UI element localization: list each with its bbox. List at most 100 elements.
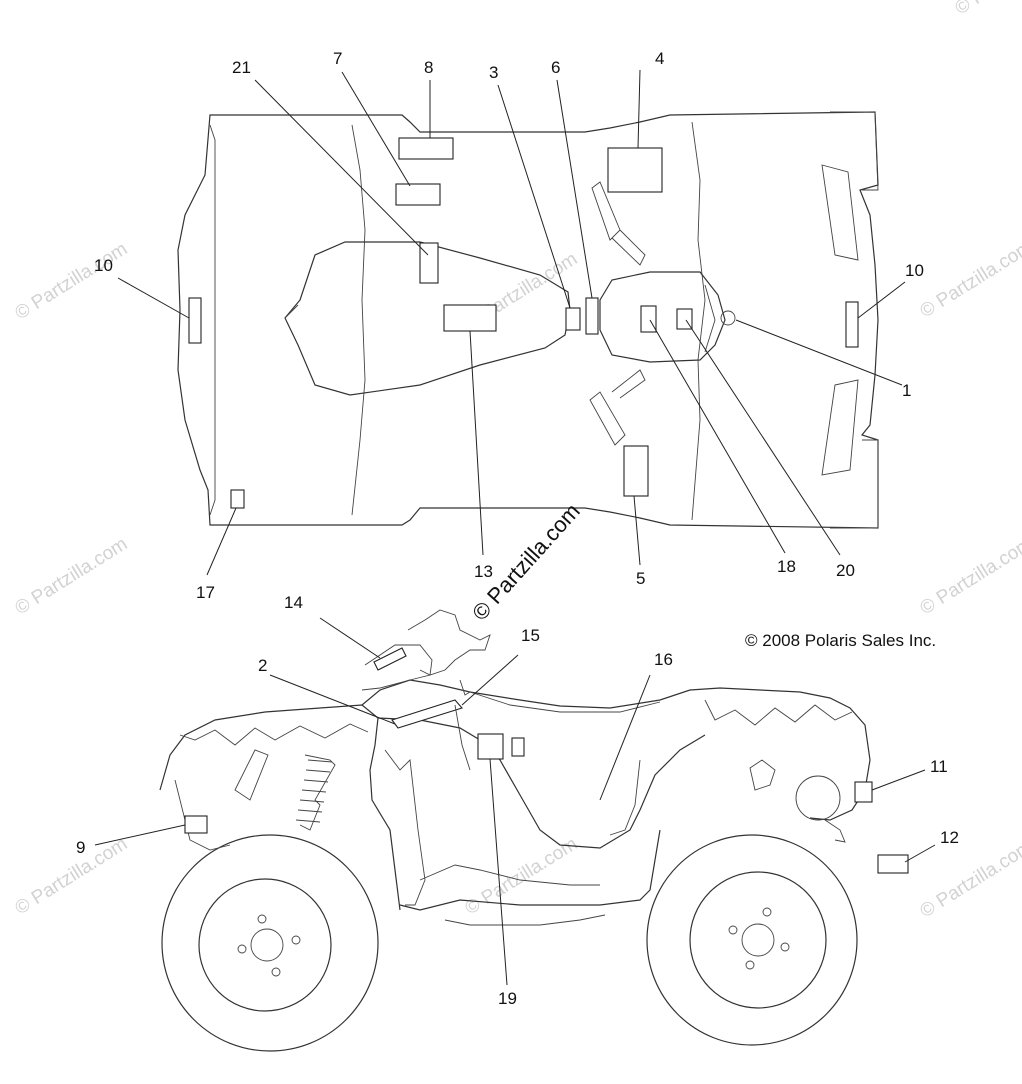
leader-11 — [871, 769, 926, 791]
front-vent-lower — [821, 379, 859, 476]
rear-arm — [234, 749, 269, 801]
front-lug-nut — [780, 942, 790, 952]
copyright-notice: © 2008 Polaris Sales Inc. — [745, 631, 936, 650]
leader-12 — [904, 844, 936, 863]
rear-shock-coils — [295, 759, 333, 823]
leader-lines — [94, 69, 936, 986]
decal-10-front — [845, 301, 859, 348]
front-rack-top — [830, 111, 879, 191]
decal-2 — [391, 699, 463, 729]
callout-8: 8 — [424, 58, 433, 77]
callout-20: 20 — [836, 561, 855, 580]
watermark-center-bottom: © Partzilla.com — [462, 834, 582, 920]
decal-7 — [395, 183, 441, 206]
right-handlebar-grip — [589, 391, 626, 446]
leader-5 — [633, 495, 641, 566]
leader-2 — [269, 674, 396, 725]
rear-rack-zigzag — [179, 723, 369, 746]
leader-19 — [489, 758, 508, 986]
callout-11: 11 — [930, 757, 948, 776]
decal-10-rear — [188, 297, 202, 344]
front-wheel-hub — [741, 923, 775, 957]
front-wheel-tire — [646, 834, 858, 1046]
rear-lug-nut — [237, 944, 247, 954]
leader-9 — [94, 824, 186, 846]
watermark-left-bottom: © Partzilla.com — [12, 834, 132, 920]
front-lug-nut — [745, 960, 755, 970]
leader-13 — [469, 330, 484, 556]
rear-wheel-tire — [161, 834, 379, 1052]
left-handlebar — [611, 229, 646, 266]
front-wheel-rim — [689, 871, 827, 1009]
front-vent-upper — [821, 164, 859, 261]
front-shock — [749, 759, 776, 791]
decal-14 — [373, 647, 407, 671]
front-lug-nut — [728, 925, 738, 935]
decal-5 — [623, 445, 649, 497]
callout-18: 18 — [777, 557, 796, 576]
leader-16 — [599, 674, 651, 801]
rear-lug-nut — [291, 935, 301, 945]
steering-post — [459, 679, 471, 696]
watermark-corner: © Partzilla.com — [952, 0, 1022, 19]
rear-fender-edge — [351, 124, 366, 516]
body-upper — [361, 679, 871, 821]
callout-21: 21 — [232, 58, 251, 77]
seat-line — [284, 304, 299, 319]
leader-10-rear — [117, 277, 190, 319]
rear-rack-edge — [209, 124, 216, 516]
callout-15: 15 — [521, 626, 540, 645]
leader-14 — [319, 617, 381, 659]
callout-14: 14 — [284, 593, 303, 612]
leader-15 — [461, 654, 519, 706]
watermark-right-mid: © Partzilla.com — [917, 534, 1022, 620]
callout-9: 9 — [76, 838, 85, 857]
decal-19-small — [511, 737, 525, 757]
side-console — [361, 644, 433, 691]
front-console — [599, 271, 726, 363]
callout-5: 5 — [636, 569, 645, 588]
callout-16: 16 — [654, 650, 673, 669]
leader-17 — [206, 507, 237, 576]
leader-21 — [254, 79, 429, 256]
headlight-mount — [824, 819, 846, 843]
decal-18 — [640, 305, 657, 333]
front-rack-zigzag — [704, 699, 853, 726]
decal-17 — [230, 489, 245, 509]
rear-mudguard — [384, 749, 426, 906]
decal-6 — [585, 297, 599, 335]
callout-13: 13 — [474, 562, 493, 581]
front-rack-bottom — [830, 439, 879, 529]
leader-4 — [637, 69, 641, 149]
right-handlebar — [611, 369, 646, 399]
top-view-outline — [177, 111, 879, 529]
leader-3 — [497, 84, 571, 309]
leader-20 — [685, 319, 841, 556]
headlight — [795, 775, 841, 821]
decal-2-stripe — [454, 704, 471, 771]
atv-side-view — [159, 609, 909, 1052]
decal-9 — [184, 815, 208, 834]
watermark-left-mid: © Partzilla.com — [12, 534, 132, 620]
leader-18 — [649, 319, 786, 554]
callout-19: 19 — [498, 989, 517, 1008]
watermark-right-top: © Partzilla.com — [917, 237, 1022, 323]
decal-11 — [854, 781, 873, 803]
seat — [284, 241, 571, 396]
callout-12: 12 — [940, 828, 959, 847]
callout-10-front: 10 — [905, 261, 924, 280]
ignition-circle — [720, 310, 736, 326]
callout-1: 1 — [902, 381, 911, 400]
callout-6: 6 — [551, 58, 560, 77]
side-seat — [469, 691, 661, 713]
front-fender-edge — [691, 121, 706, 521]
console-edge — [704, 284, 716, 353]
side-panel — [377, 717, 706, 849]
callout-3: 3 — [489, 63, 498, 82]
decal-19 — [477, 733, 504, 760]
decal-12 — [877, 854, 909, 874]
callout-2: 2 — [258, 656, 267, 675]
decal-8 — [398, 137, 454, 160]
